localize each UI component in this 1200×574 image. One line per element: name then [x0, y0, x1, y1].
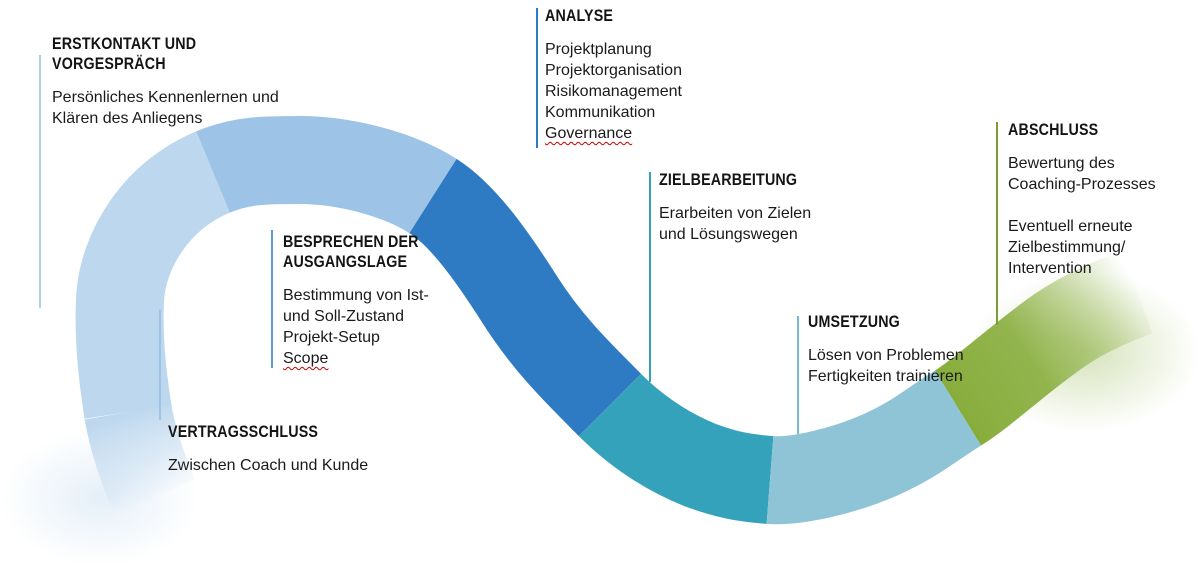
stage-umsetzung: UMSETZUNG Lösen von Problemen Fertigkeit… — [808, 312, 964, 387]
stage-besprechen: BESPRECHEN DER AUSGANGSLAGE Bestimmung v… — [283, 232, 445, 369]
stage-body: Bewertung des Coaching-Prozesses — [1008, 155, 1156, 193]
stage-body: Lösen von Problemen Fertigkeiten trainie… — [808, 347, 964, 385]
stage-body-2: Eventuell erneute Zielbestimmung/ Interv… — [1008, 218, 1133, 277]
segment-umsetzung — [766, 370, 982, 525]
stage-body: Bestimmung von Ist- und Soll-Zustand Pro… — [283, 287, 429, 346]
stage-body: Projektplanung Projektorganisation Risik… — [545, 41, 682, 121]
stage-body: Zwischen Coach und Kunde — [168, 457, 369, 474]
segment-start-fade — [84, 403, 196, 515]
stage-title: UMSETZUNG — [808, 312, 900, 331]
stage-note-scope: Scope — [283, 350, 329, 367]
stage-abschluss: ABSCHLUSS Bewertung des Coaching-Prozess… — [1008, 120, 1156, 279]
stage-body: Persönliches Kennenlernen und Klären des… — [52, 89, 279, 127]
stage-title: ZIELBEARBEITUNG — [659, 170, 798, 189]
segment-abschluss — [934, 250, 1154, 446]
stage-vertragsschluss: VERTRAGSSCHLUSS Zwischen Coach und Kunde — [168, 422, 368, 476]
segment-erstkontakt — [75, 131, 232, 419]
stage-body: Erarbeiten von Zielen und Lösungswegen — [659, 205, 812, 243]
segment-besprechen — [196, 115, 457, 234]
stage-zielbearbeitung: ZIELBEARBEITUNG Erarbeiten von Zielen un… — [659, 170, 824, 245]
stage-title: ANALYSE — [545, 6, 614, 25]
stage-title: VERTRAGSSCHLUSS — [168, 422, 319, 441]
stage-title: ERSTKONTAKT UND VORGESPRÄCH — [52, 34, 197, 73]
stage-erstkontakt: ERSTKONTAKT UND VORGESPRÄCH Persönliches… — [52, 34, 279, 129]
stage-title: ABSCHLUSS — [1008, 120, 1099, 139]
stage-note-governance: Governance — [545, 125, 633, 142]
stage-title: BESPRECHEN DER AUSGANGSLAGE — [283, 232, 419, 271]
segment-analyse — [407, 158, 642, 437]
segment-zielbearbeitung — [578, 373, 774, 524]
stage-analyse: ANALYSE Projektplanung Projektorganisati… — [545, 6, 682, 144]
